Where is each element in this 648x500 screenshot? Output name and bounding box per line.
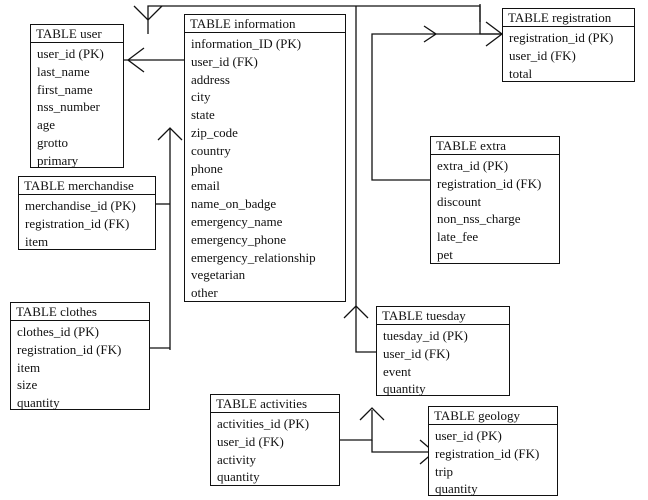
table-field: state (191, 107, 215, 123)
information-crowfoot (126, 47, 145, 73)
table-field: registration_id (FK) (17, 341, 122, 357)
table-title: TABLE user (31, 25, 123, 43)
table-field: user_id (PK) (37, 46, 104, 61)
table-title: TABLE registration (503, 9, 634, 27)
table-field: age (37, 117, 56, 133)
table-field: size (17, 377, 38, 393)
table-field: tuesday_id (PK) (383, 328, 468, 343)
field-list: registration_id (PK) user_id (FK) total (503, 27, 634, 82)
table-title: TABLE information (185, 15, 345, 33)
table-field: emergency_name (191, 213, 283, 229)
table-title: TABLE geology (429, 407, 557, 425)
table-field: emergency_phone (191, 231, 287, 247)
table-field: user_id (FK) (191, 53, 258, 69)
extra-crowfoot (423, 25, 438, 43)
table-field: item (17, 359, 41, 375)
table-information: TABLE information information_ID (PK) use… (184, 14, 346, 302)
field-list: user_id (PK) last_name first_name nss_numbe… (31, 43, 123, 170)
activities-crowfoot (359, 407, 385, 421)
table-field: country (191, 142, 231, 158)
table-field: activities_id (PK) (217, 416, 310, 431)
table-field: zip_code (191, 124, 238, 140)
table-field: last_name (37, 63, 90, 79)
table-field: nss_number (37, 99, 100, 115)
table-field: grotto (37, 134, 69, 150)
table-field: emergency_relationship (191, 249, 316, 265)
table-field: total (509, 65, 533, 81)
table-tuesday: TABLE tuesday tuesday_id (PK) user_id (FK… (376, 306, 510, 396)
table-user: TABLE user user_id (PK) last_name first_na… (30, 24, 124, 168)
field-list: user_id (PK) registration_id (FK) trip quan… (429, 425, 557, 498)
table-activities: TABLE activities activities_id (PK) user_… (210, 394, 340, 486)
field-list: information_ID (PK) user_id (FK) address ci… (185, 33, 345, 302)
table-title: TABLE merchandise (19, 177, 155, 195)
table-field: clothes_id (PK) (17, 324, 99, 339)
table-field: city (191, 89, 211, 105)
field-list: extra_id (PK) registration_id (FK) discoun… (431, 155, 559, 264)
activities-link (340, 410, 373, 441)
table-title: TABLE tuesday (377, 307, 509, 325)
table-field: vegetarian (191, 267, 246, 283)
geology-link (371, 440, 434, 453)
table-field: extra_id (PK) (437, 158, 509, 173)
table-field: registration_id (FK) (435, 445, 540, 461)
table-field: name_on_badge (191, 196, 277, 212)
tuesday-crowfoot (343, 305, 369, 319)
table-field: quantity (435, 481, 478, 497)
table-field: event (383, 363, 412, 379)
table-field: primary (37, 152, 79, 168)
table-field: activity (217, 451, 256, 467)
merchandise-crowfoot (157, 127, 183, 141)
table-field: user_id (FK) (509, 47, 576, 63)
table-field: quantity (383, 381, 426, 397)
table-title: TABLE extra (431, 137, 559, 155)
table-field: item (25, 233, 49, 249)
table-field: quantity (217, 469, 260, 485)
field-list: clothes_id (PK) registration_id (FK) item s… (11, 321, 149, 412)
table-field: registration_id (FK) (25, 215, 130, 231)
table-field: merchandise_id (PK) (25, 198, 136, 213)
tuesday-link (355, 300, 376, 353)
table-field: email (191, 178, 220, 194)
table-field: non_nss_charge (437, 211, 521, 227)
table-field: registration_id (PK) (509, 30, 614, 45)
table-field: information_ID (PK) (191, 36, 302, 51)
table-geology: TABLE geology user_id (PK) registration_i… (428, 406, 558, 496)
table-field: user_id (FK) (383, 345, 450, 361)
field-list: tuesday_id (PK) user_id (FK) event quantity (377, 325, 509, 398)
table-field: first_name (37, 81, 93, 97)
table-title: TABLE clothes (11, 303, 149, 321)
table-field: registration_id (FK) (437, 175, 542, 191)
table-field: quantity (17, 395, 60, 411)
table-field: user_id (PK) (435, 428, 502, 443)
table-field: phone (191, 160, 223, 176)
field-list: activities_id (PK) user_id (FK) activity qu… (211, 413, 339, 486)
table-extra: TABLE extra extra_id (PK) registration_id… (430, 136, 560, 264)
table-field: other (191, 285, 218, 301)
top-crowfoot-left (133, 5, 163, 21)
table-clothes: TABLE clothes clothes_id (PK) registratio… (10, 302, 150, 410)
table-title: TABLE activities (211, 395, 339, 413)
table-registration: TABLE registration registration_id (PK) u… (502, 8, 635, 82)
table-merchandise: TABLE merchandise merchandise_id (PK) reg… (18, 176, 156, 250)
table-field: user_id (FK) (217, 433, 284, 449)
table-field: pet (437, 246, 453, 262)
field-list: merchandise_id (PK) registration_id (FK) i… (19, 195, 155, 250)
table-field: address (191, 71, 230, 87)
table-field: late_fee (437, 229, 479, 245)
table-field: trip (435, 463, 454, 479)
table-field: discount (437, 193, 482, 209)
